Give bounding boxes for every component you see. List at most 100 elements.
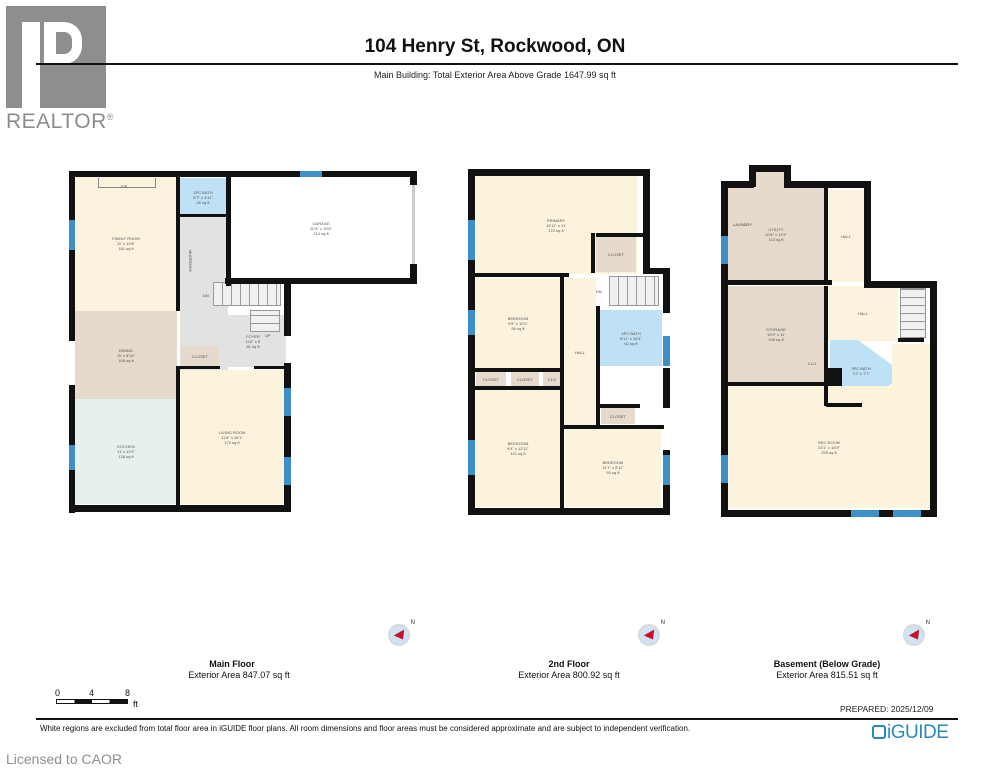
iguide-logo: iGUIDE <box>872 722 949 744</box>
wall <box>728 280 832 285</box>
floor-label-2nd: 2nd Floor <box>548 659 590 669</box>
room-hall-lower: HALL <box>828 286 898 341</box>
floor-label-basement: Basement (Below Grade) <box>773 659 881 669</box>
wall <box>663 268 670 313</box>
wall <box>468 508 668 515</box>
window <box>69 445 75 470</box>
wall <box>826 403 862 407</box>
stairs-up-basement <box>900 288 926 338</box>
wall <box>784 165 791 187</box>
stairs-down-2nd <box>609 276 659 306</box>
page-title: 104 Henry St, Rockwood, ON <box>364 36 626 57</box>
wall <box>643 268 670 274</box>
fireplace <box>98 178 156 188</box>
scale-unit: ft <box>133 699 139 709</box>
window <box>284 457 291 485</box>
room-clo-basement: CLO <box>800 344 824 382</box>
wall <box>176 366 180 508</box>
stairs-down-label-2nd: DN <box>596 289 602 294</box>
fireplace-label: F/P <box>121 184 128 189</box>
wall <box>254 366 288 369</box>
wall <box>180 214 228 217</box>
laundry-label: LAUNDRY <box>733 222 753 227</box>
wall <box>180 366 220 369</box>
window <box>663 455 670 485</box>
window <box>468 220 475 260</box>
garage-door <box>412 185 415 264</box>
wall <box>475 386 561 390</box>
window <box>69 220 75 250</box>
wall <box>468 169 475 515</box>
room-rec-corner <box>892 344 930 388</box>
room-utility-alcove <box>756 172 784 190</box>
wall <box>596 306 600 426</box>
wall <box>824 188 828 280</box>
window <box>663 336 670 366</box>
compass-icon-2nd: N <box>638 620 665 646</box>
wall <box>898 338 924 342</box>
wall <box>591 233 595 273</box>
wall <box>176 176 180 311</box>
scale-tick-0: 0 <box>55 688 61 698</box>
compass-icon-main: N <box>388 620 415 646</box>
wall <box>475 273 569 277</box>
wall <box>69 171 417 177</box>
window <box>721 455 728 483</box>
floor-area-main: Exterior Area 847.07 sq ft <box>188 670 290 680</box>
floor-area-basement: Exterior Area 815.51 sq ft <box>776 670 878 680</box>
floor-label-main: Main Floor <box>209 659 255 669</box>
wall <box>596 404 640 408</box>
wall <box>284 278 291 336</box>
wall <box>721 510 937 517</box>
wall <box>784 181 871 188</box>
realtor-wordmark: REALTOR® <box>6 110 114 133</box>
room-closet-b: CLOSET <box>511 372 539 386</box>
window <box>893 510 921 517</box>
wall <box>824 286 828 406</box>
wall <box>410 264 417 284</box>
window <box>468 440 475 475</box>
window <box>284 388 291 416</box>
header-divider <box>36 63 958 65</box>
wall <box>69 171 75 341</box>
stairs-down-label: DN <box>203 293 209 298</box>
room-closet: CLOSET <box>181 346 219 366</box>
prepared-date: PREPARED: 2025/12/09 <box>840 704 934 714</box>
room-hall-upper: HALL <box>828 190 864 282</box>
window <box>468 310 475 335</box>
wall <box>721 181 754 188</box>
scale-tick-8: 8 <box>125 688 131 698</box>
mudroom-label: MUDROOM <box>188 250 193 272</box>
scale-tick-4: 4 <box>89 688 95 698</box>
disclaimer-text: White regions are excluded from total fl… <box>40 724 691 733</box>
wall <box>728 382 828 386</box>
realtor-logo <box>6 6 106 108</box>
wall <box>226 176 231 286</box>
iguide-icon <box>872 725 886 739</box>
room-closet-c: CLOSET <box>601 408 635 424</box>
window <box>300 171 322 177</box>
stairs-up <box>250 310 280 332</box>
footer-divider <box>36 718 958 720</box>
compass-icon-basement: N <box>903 620 930 646</box>
room-closet-a: CLOSET <box>476 372 506 386</box>
wall <box>643 169 650 274</box>
wall <box>475 368 561 372</box>
wall <box>225 278 417 284</box>
license-watermark: Licensed to CAOR <box>6 751 122 767</box>
wall <box>564 425 664 429</box>
floor-area-2nd: Exterior Area 800.92 sq ft <box>518 670 620 680</box>
wall <box>560 276 564 508</box>
